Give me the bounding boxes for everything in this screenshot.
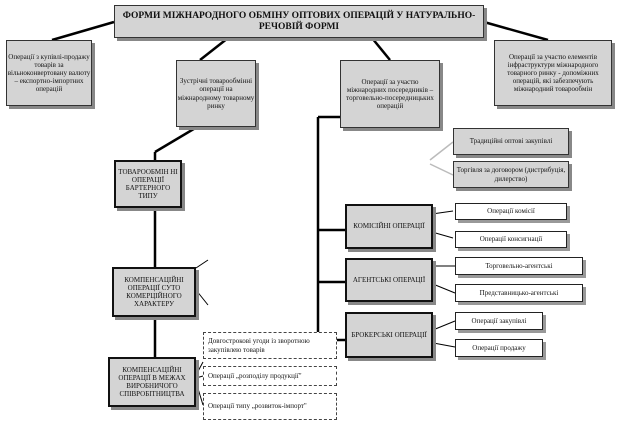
consignment-item: Операції консигнації (455, 231, 567, 248)
representative-agency-item: Представницько-агентські (455, 284, 583, 302)
barter-operations: ТОВАРООБМІН НІ ОПЕРАЦІЇ БАРТЕРНОГО ТИПУ (114, 160, 182, 208)
purchase-operations-item: Операції закупівлі (455, 312, 543, 330)
counter-trade-operations: Зустрічні товарообмінні операції на міжн… (176, 60, 256, 127)
cooperation-compensation-operations: КОМПЕНСАЦІЙНІ ОПЕРАЦІЇ В МЕЖАХ ВИРОБНИЧО… (108, 357, 196, 407)
agency-operations: АГЕНТСЬКІ ОПЕРАЦІЇ (345, 258, 433, 302)
development-import-operations: Операції типу „розвиток-імпорт" (203, 393, 337, 420)
diagram-title: ФОРМИ МІЖНАРОДНОГО ОБМІНУ ОПТОВИХ ОПЕРАЦ… (114, 5, 484, 38)
auxiliary-operations: Операції за участю елементів інфраструкт… (494, 40, 612, 106)
commercial-compensation-operations: КОМПЕНСАЦІЙНІ ОПЕРАЦІЇ СУТО КОМЕРЦІЙНОГО… (112, 267, 196, 317)
production-sharing-operations: Операції „розподілу продукції" (203, 366, 337, 386)
intermediary-operations: Операції за участю міжнародних посередни… (340, 60, 440, 128)
commission-operations: КОМІСІЙНІ ОПЕРАЦІЇ (345, 204, 433, 249)
contract-trade: Торгівля за договором (дистрибуція, диле… (453, 161, 569, 188)
brokerage-operations: БРОКЕРСЬКІ ОПЕРАЦІЇ (345, 312, 433, 358)
export-import-operations: Операції з купівлі-продажу товарів за ві… (6, 40, 92, 106)
long-term-buyback-agreements: Довгострокові угоди із зворотною закупів… (203, 332, 337, 359)
commission-item: Операції комісії (455, 203, 567, 220)
traditional-wholesale-purchases: Традиційні оптові закупівлі (453, 128, 569, 155)
trade-agency-item: Торговельно-агентські (455, 257, 583, 275)
sale-operations-item: Операції продажу (455, 339, 543, 357)
